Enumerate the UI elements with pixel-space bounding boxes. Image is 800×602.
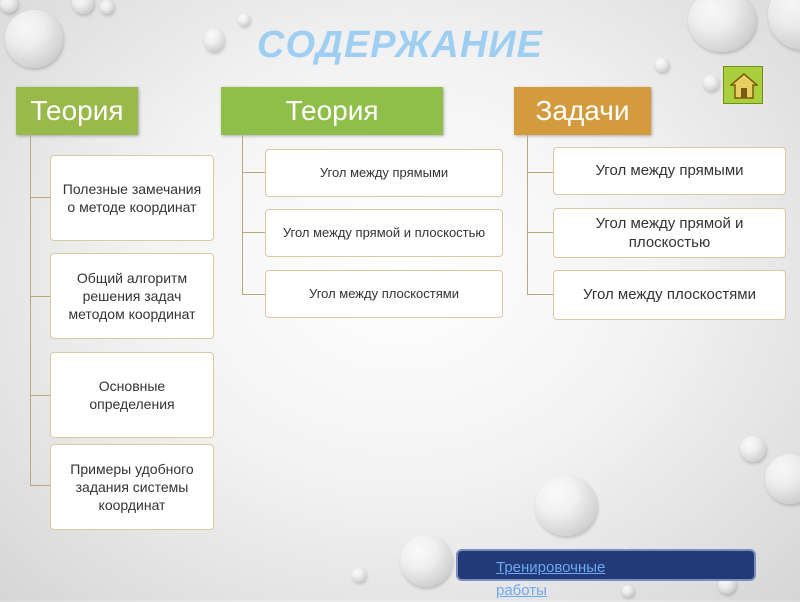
connector-line — [527, 172, 553, 173]
header-problems[interactable]: Задачи — [514, 87, 651, 135]
connector-line — [30, 135, 31, 485]
topic-coordinate-system-examples[interactable]: Примеры удобного задания системы координ… — [50, 444, 214, 530]
water-drop — [740, 436, 766, 462]
connector-line — [242, 232, 265, 233]
card-label: Угол между плоскостями — [583, 285, 756, 305]
card-label: Угол между прямыми — [595, 161, 743, 181]
home-button[interactable] — [723, 66, 763, 104]
card-label: Основные определения — [57, 377, 207, 413]
card-label: Полезные замечания о методе координат — [57, 180, 207, 216]
theory-angle-line-plane[interactable]: Угол между прямой и плоскостью — [265, 209, 503, 257]
theory-angle-planes[interactable]: Угол между плоскостями — [265, 270, 503, 318]
training-works-link[interactable]: Тренировочные работы — [496, 556, 656, 602]
water-drop — [703, 75, 719, 91]
water-drop — [100, 0, 114, 14]
water-drop — [72, 0, 94, 14]
connector-line — [30, 395, 50, 396]
header-theory-1[interactable]: Теория — [16, 87, 138, 135]
connector-line — [242, 294, 265, 295]
problems-angle-planes[interactable]: Угол между плоскостями — [553, 270, 786, 320]
card-label: Угол между прямой и плоскостью — [560, 214, 779, 253]
connector-line — [30, 296, 50, 297]
card-label: Примеры удобного задания системы координ… — [57, 460, 207, 515]
connector-line — [527, 294, 553, 295]
connector-line — [527, 135, 528, 294]
water-drop — [535, 476, 597, 536]
home-icon — [730, 73, 758, 99]
theory-angle-lines[interactable]: Угол между прямыми — [265, 149, 503, 197]
topic-basic-definitions[interactable]: Основные определения — [50, 352, 214, 438]
topic-general-algorithm[interactable]: Общий алгоритм решения задач методом коо… — [50, 253, 214, 339]
header-theory-2[interactable]: Теория — [221, 87, 443, 135]
problems-angle-lines[interactable]: Угол между прямыми — [553, 147, 786, 195]
water-drop — [400, 535, 452, 587]
water-drop — [0, 0, 18, 13]
water-drop — [352, 568, 366, 582]
connector-line — [527, 232, 553, 233]
connector-line — [30, 197, 50, 198]
card-label: Общий алгоритм решения задач методом коо… — [57, 269, 207, 324]
connector-line — [242, 135, 243, 294]
water-drop — [765, 454, 800, 504]
connector-line — [242, 172, 265, 173]
problems-angle-line-plane[interactable]: Угол между прямой и плоскостью — [553, 208, 786, 258]
card-label: Угол между прямыми — [320, 165, 448, 182]
connector-line — [30, 485, 50, 486]
topic-coordinate-method-notes[interactable]: Полезные замечания о методе координат — [50, 155, 214, 241]
card-label: Угол между плоскостями — [309, 286, 459, 303]
card-label: Угол между прямой и плоскостью — [283, 225, 485, 242]
page-title: СОДЕРЖАНИЕ — [0, 24, 800, 67]
